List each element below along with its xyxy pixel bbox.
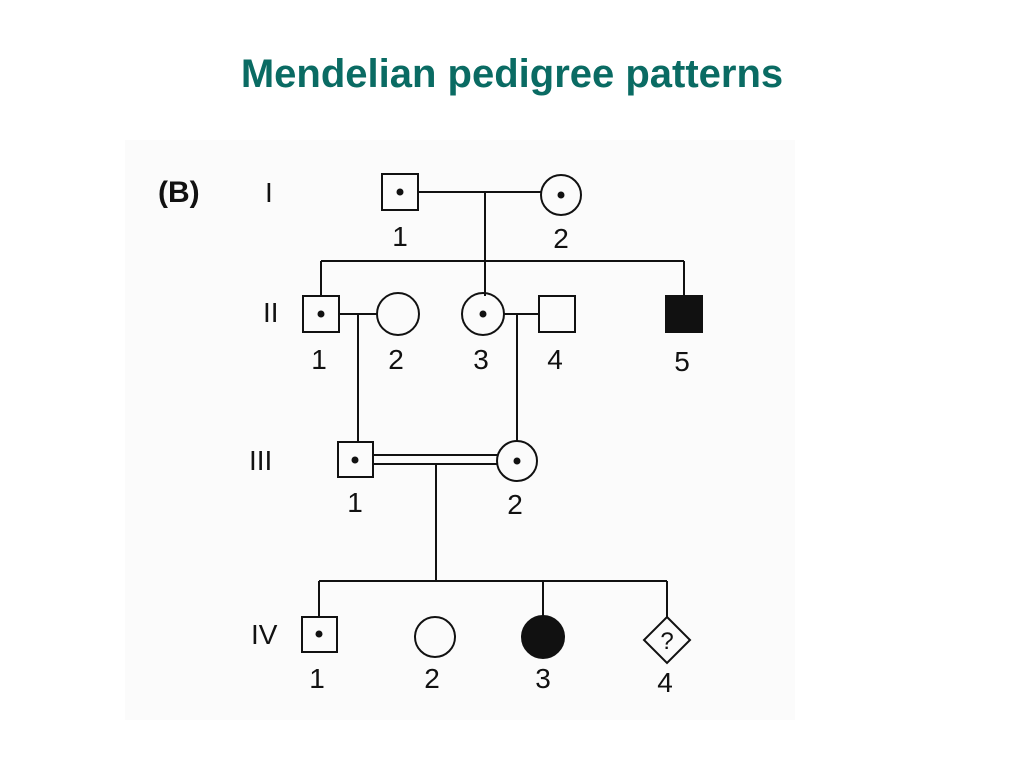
individual-II-1: 1 [302,295,340,375]
individual-I-1: 1 [381,173,419,252]
slide-title: Mendelian pedigree patterns [240,52,784,96]
carrier-dot [513,457,521,465]
generation-label-III: III [249,445,272,476]
individual-II-3: 3 [461,292,505,375]
square-symbol-affected [665,295,703,333]
circle-symbol [461,292,505,336]
generation-label-II: II [263,297,279,328]
generation-label-IV: IV [251,619,278,650]
circle-symbol-affected [521,615,565,659]
carrier-dot [317,310,325,318]
individual-number: 3 [535,663,551,694]
individual-number: 1 [392,221,408,252]
individual-number: 4 [547,344,563,375]
square-symbol [337,441,374,478]
individual-IV-3: 3 [521,615,565,694]
individual-number: 2 [424,663,440,694]
circle-symbol [540,174,582,216]
individual-II-2: 2 [376,292,420,375]
individual-number: 3 [473,344,489,375]
circle-symbol [414,616,456,658]
carrier-dot [479,310,487,318]
individual-number: 1 [311,344,327,375]
individual-number: 1 [309,663,325,694]
pedigree-figure: (B) I II III IV 1 2 1 2 3 4 5 1 [125,140,795,720]
individual-number: 2 [553,223,569,254]
square-symbol [302,295,340,333]
carrier-dot [396,188,404,196]
pedigree-chart: (B) I II III IV 1 2 1 2 3 4 5 1 [158,173,703,698]
individual-number: 4 [657,667,673,698]
individual-I-2: 2 [540,174,582,254]
individual-III-2: 2 [496,440,538,520]
unknown-sex-question-mark: ? [660,628,673,655]
individual-IV-4: ? 4 [642,615,692,698]
carrier-dot [557,191,565,199]
individual-number: 2 [507,489,523,520]
individual-III-1: 1 [337,441,374,518]
square-symbol [301,616,338,653]
diamond-symbol [642,615,692,665]
individual-number: 2 [388,344,404,375]
carrier-dot [315,630,323,638]
square-symbol [381,173,419,211]
panel-label: (B) [158,176,200,209]
circle-symbol [496,440,538,482]
pedigree-lines [318,191,685,617]
carrier-dot [351,456,359,464]
circle-symbol [376,292,420,336]
individual-IV-1: 1 [301,616,338,694]
individual-IV-2: 2 [414,616,456,694]
individual-number: 5 [674,346,690,377]
individual-number: 1 [347,487,363,518]
individual-II-5: 5 [665,295,703,377]
individual-II-4: 4 [538,295,576,375]
generation-label-I: I [265,177,273,208]
square-symbol [538,295,576,333]
